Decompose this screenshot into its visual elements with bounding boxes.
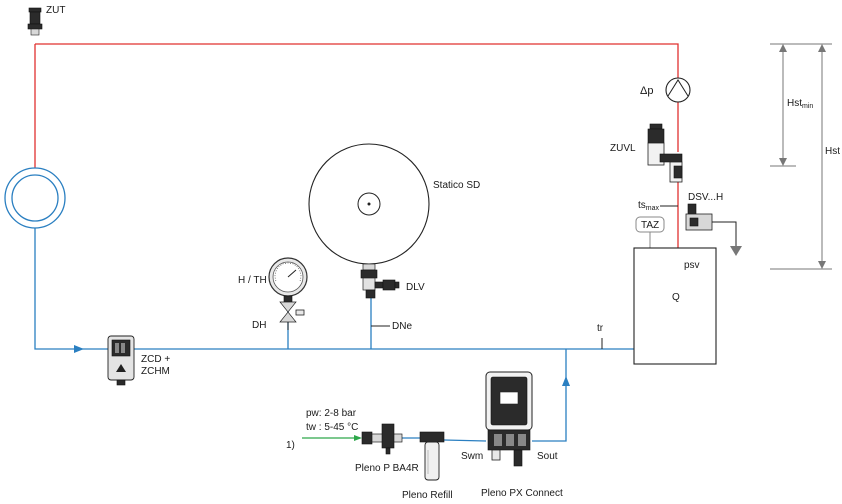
boiler-q xyxy=(633,247,717,365)
circulation-pump xyxy=(665,77,691,103)
dlv-valve xyxy=(374,279,400,291)
taz-label: TAZ xyxy=(641,220,659,231)
dsv-safety-valve xyxy=(685,203,742,256)
pleno-p-ba4r xyxy=(361,423,403,455)
statico-label: Statico SD xyxy=(433,180,480,191)
note-1: 1) xyxy=(286,440,295,451)
height-dimensions xyxy=(770,43,832,270)
dh-label: DH xyxy=(252,320,266,331)
pleno-px-connect xyxy=(485,371,533,467)
hst-label: Hst xyxy=(825,146,840,157)
zcd-device xyxy=(107,335,135,386)
svg-text:tsmax: tsmax xyxy=(638,200,660,212)
manometer-gauge xyxy=(268,257,308,330)
dne-label: DNe xyxy=(392,321,412,332)
pleno-p-label: Pleno P BA4R xyxy=(355,463,419,474)
swm-label: Swm xyxy=(461,451,483,462)
pleno-refill-label: Pleno Refill xyxy=(402,490,453,501)
zcd-label-1: ZCD + xyxy=(141,354,170,365)
pw-label: pw: 2-8 bar xyxy=(306,408,357,419)
zcd-label-2: ZCHM xyxy=(141,366,170,377)
psv-label: psv xyxy=(684,260,700,271)
dsv-label: DSV...H xyxy=(688,192,723,203)
heat-source xyxy=(4,167,66,229)
ts-sub: max xyxy=(646,205,660,212)
hst-min-label: Hst xyxy=(787,98,802,109)
dp-label: Δp xyxy=(640,85,653,97)
supply-line xyxy=(34,43,679,248)
q-label: Q xyxy=(672,292,680,303)
makeup-line xyxy=(302,435,487,442)
zuvl-separator xyxy=(647,123,683,183)
svg-text:Hstmin: Hstmin xyxy=(787,98,813,110)
tr-label: tr xyxy=(597,323,604,334)
zuvl-label: ZUVL xyxy=(610,143,636,154)
zut-label: ZUT xyxy=(46,5,65,16)
tw-label: tw : 5-45 °C xyxy=(306,422,358,433)
sout-label: Sout xyxy=(537,451,558,462)
zut-air-vent xyxy=(27,7,43,36)
pleno-refill xyxy=(419,431,445,481)
hst-min-sub: min xyxy=(802,103,813,110)
ts-label: ts xyxy=(638,200,646,211)
dlv-label: DLV xyxy=(406,282,425,293)
pleno-px-label: Pleno PX Connect xyxy=(481,488,563,499)
return-line xyxy=(34,228,634,442)
statico-vessel xyxy=(308,143,430,299)
hth-label: H / TH xyxy=(238,275,267,286)
